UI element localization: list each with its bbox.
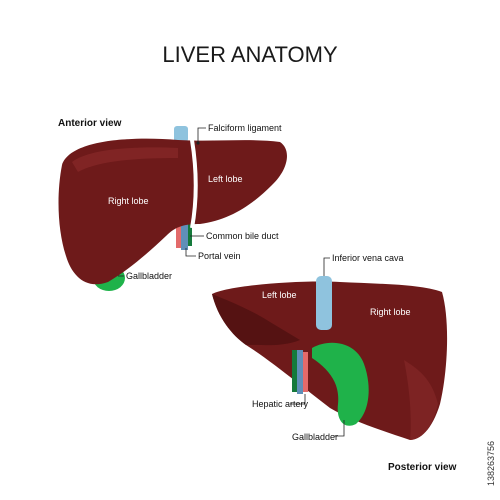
anterior-view-label: Anterior view bbox=[58, 118, 122, 129]
posterior-gallbladder-label: Gallbladder bbox=[292, 432, 338, 442]
anterior-liver bbox=[58, 126, 287, 291]
posterior-left-lobe-shading bbox=[212, 294, 300, 346]
posterior-portal-vein bbox=[297, 350, 303, 394]
posterior-right-lobe-label: Right lobe bbox=[370, 307, 411, 317]
anterior-falciform-ligament bbox=[190, 139, 198, 229]
anterior-liver-highlight bbox=[72, 147, 178, 172]
posterior-bile-duct bbox=[292, 350, 297, 392]
stock-id-watermark: 138263756 bbox=[486, 386, 498, 486]
page-title: LIVER ANATOMY bbox=[162, 42, 338, 67]
posterior-right-edge-shading bbox=[404, 360, 438, 440]
posterior-liver bbox=[212, 276, 448, 440]
anterior-liver-shape bbox=[58, 138, 287, 285]
anterior-leader-lines bbox=[118, 127, 206, 277]
falciform-label: Falciform ligament bbox=[208, 123, 282, 133]
common-bile-duct-label: Common bile duct bbox=[206, 231, 279, 241]
anterior-right-lobe-label: Right lobe bbox=[108, 196, 149, 206]
anterior-left-lobe-label: Left lobe bbox=[208, 174, 243, 184]
posterior-ivc bbox=[316, 276, 332, 330]
posterior-hepatic-artery bbox=[303, 352, 308, 392]
posterior-left-lobe-label: Left lobe bbox=[262, 290, 297, 300]
falciform-dot bbox=[196, 141, 200, 145]
anterior-portal-vein bbox=[181, 220, 188, 250]
posterior-view-label: Posterior view bbox=[388, 462, 457, 473]
ivc-label: Inferior vena cava bbox=[332, 253, 404, 263]
stock-id-text: 138263756 bbox=[486, 440, 496, 486]
posterior-leader-lines bbox=[290, 257, 345, 437]
posterior-gallbladder bbox=[312, 342, 369, 426]
anterior-bile-duct bbox=[188, 220, 192, 246]
anterior-artery bbox=[176, 220, 181, 248]
hepatic-artery-label: Hepatic artery bbox=[252, 399, 309, 409]
anterior-ivc bbox=[174, 126, 188, 142]
anterior-gallbladder-label: Gallbladder bbox=[126, 271, 172, 281]
portal-vein-label: Portal vein bbox=[198, 251, 241, 261]
